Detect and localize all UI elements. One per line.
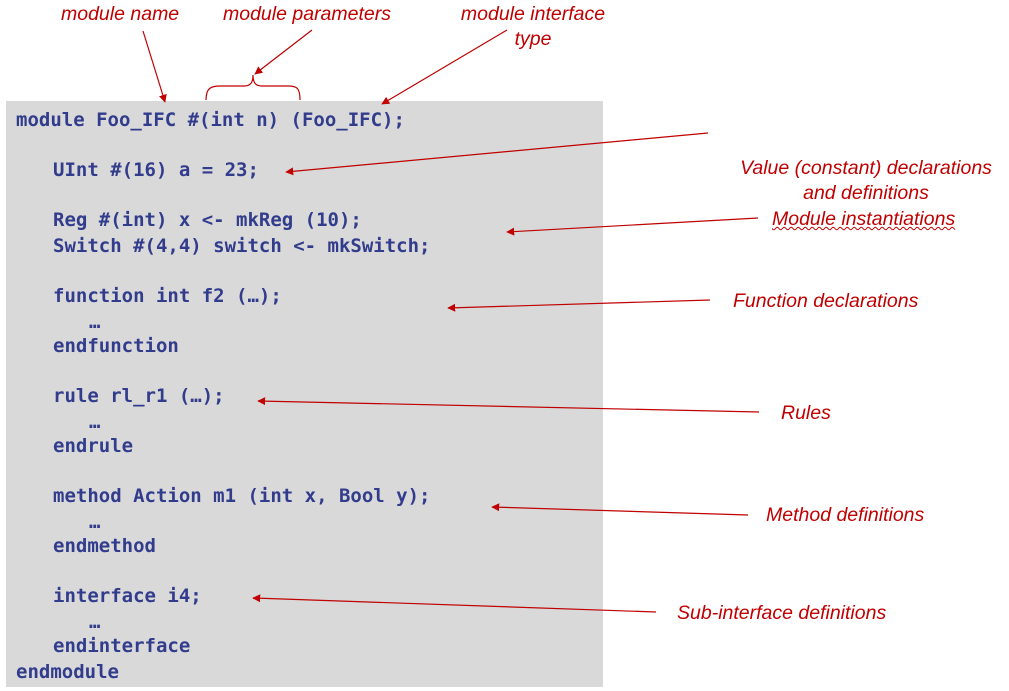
- label-value-line1: Value (constant) declarations: [740, 157, 992, 179]
- label-rules: Rules: [781, 402, 831, 424]
- arrow-function-declarations: [447, 299, 711, 312]
- code-line-endinterface: endinterface: [53, 635, 191, 657]
- code-line-method: method Action m1 (int x, Bool y);: [53, 485, 431, 507]
- code-line-interface-body: …: [89, 611, 101, 633]
- arrow-subinterface-definitions: [252, 594, 657, 613]
- label-module-interface-line1: module interface: [460, 3, 606, 25]
- code-line-rule-body: …: [89, 411, 101, 433]
- label-module-instantiations: Module instantiations: [772, 207, 955, 232]
- arrow-rules: [257, 397, 760, 413]
- code-line-switch-inst: Switch #(4,4) switch <- mkSwitch;: [53, 235, 431, 257]
- code-line-interface: interface i4;: [53, 585, 202, 607]
- label-module-name: module name: [61, 3, 180, 25]
- code-line-method-body: …: [89, 511, 101, 533]
- arrow-module-name: [142, 30, 167, 103]
- label-module-parameters: module parameters: [223, 3, 391, 25]
- code-line-reg-inst: Reg #(int) x <- mkReg (10);: [53, 209, 362, 231]
- arrow-value-declarations: [285, 132, 709, 176]
- brace-module-parameters: [205, 74, 301, 101]
- code-block: [6, 101, 603, 687]
- code-line-function: function int f2 (…);: [53, 285, 282, 307]
- label-subinterface-definitions: Sub-interface definitions: [677, 602, 887, 624]
- label-module-interface-type: module interface type: [433, 2, 633, 52]
- code-line-endfunction: endfunction: [53, 335, 179, 357]
- label-value-declarations: Value (constant) declarations and defini…: [716, 156, 1009, 206]
- label-value-line2: and definitions: [803, 182, 929, 204]
- arrow-method-definitions: [491, 503, 749, 516]
- arrow-module-parameters: [254, 29, 313, 75]
- arrow-module-instantiations: [506, 217, 759, 236]
- code-line-endmodule: endmodule: [16, 661, 119, 683]
- arrow-module-interface: [381, 29, 508, 105]
- code-line-module-header: module Foo_IFC #(int n) (Foo_IFC);: [16, 109, 405, 131]
- label-module-interface-line2: type: [514, 28, 552, 50]
- code-line-endmethod: endmethod: [53, 535, 156, 557]
- code-line-rule: rule rl_r1 (…);: [53, 385, 225, 407]
- label-module-instantiations-text: Module instantiations: [772, 208, 956, 230]
- code-line-endrule: endrule: [53, 435, 134, 457]
- code-line-uint-decl: UInt #(16) a = 23;: [53, 159, 259, 181]
- code-line-function-body: …: [89, 311, 101, 333]
- label-method-definitions: Method definitions: [766, 504, 925, 526]
- label-function-declarations: Function declarations: [733, 290, 919, 312]
